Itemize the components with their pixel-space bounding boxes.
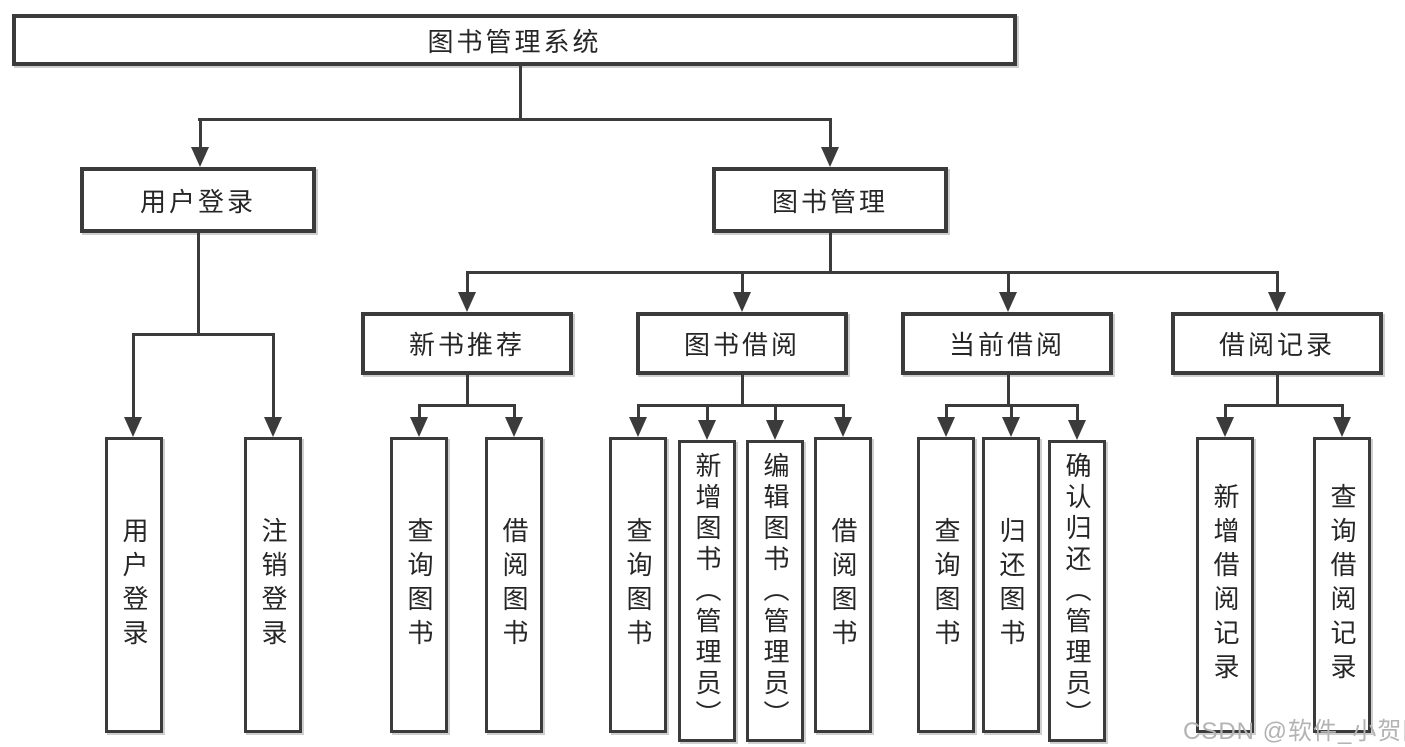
leaf-nb-query-books: 查询图书 bbox=[390, 437, 448, 733]
connector-stub-book-management bbox=[829, 118, 832, 147]
csdn-watermark: CSDN @软件_小贺同学 bbox=[1183, 718, 1405, 745]
arrowhead-borrowing-records bbox=[1268, 292, 1286, 312]
connector-stub-cb-return bbox=[1010, 404, 1013, 417]
connector-stub-bb-query bbox=[637, 404, 640, 417]
connector-stub-logout-leaf bbox=[272, 333, 275, 417]
arrowhead-bb-query bbox=[629, 417, 647, 437]
arrowhead-new-books bbox=[458, 292, 476, 312]
connector-borrowing-records-drop bbox=[1276, 375, 1279, 406]
leaf-cb-return-books: 归还图书 bbox=[982, 437, 1040, 733]
node-user-login: 用户登录 bbox=[80, 167, 316, 233]
arrowhead-nb-query bbox=[410, 417, 428, 437]
leaf-cb-confirm-return-admin: 确认归还（管理员） bbox=[1048, 440, 1106, 742]
connector-level3-branch bbox=[466, 271, 1279, 274]
connector-stub-new-books bbox=[466, 271, 469, 292]
node-new-book-recommend: 新书推荐 bbox=[361, 312, 573, 375]
connector-stub-cb-confirm bbox=[1076, 404, 1079, 420]
connector-stub-br-query bbox=[1341, 404, 1344, 417]
connector-stub-br-add bbox=[1224, 404, 1227, 417]
connector-current-borrowing-drop bbox=[1007, 375, 1010, 406]
arrowhead-bb-add bbox=[698, 420, 716, 440]
connector-user-login-drop bbox=[197, 233, 200, 336]
leaf-nb-borrow-books: 借阅图书 bbox=[485, 437, 543, 733]
node-root: 图书管理系统 bbox=[12, 14, 1017, 66]
leaf-br-query-record: 查询借阅记录 bbox=[1313, 437, 1371, 733]
leaf-bb-borrow-books: 借阅图书 bbox=[814, 437, 872, 733]
leaf-cb-query-books: 查询图书 bbox=[917, 437, 975, 733]
leaf-br-add-record: 新增借阅记录 bbox=[1196, 437, 1254, 733]
connector-user-login-branch bbox=[132, 333, 275, 336]
arrowhead-br-add bbox=[1216, 417, 1234, 437]
arrowhead-cb-confirm bbox=[1068, 420, 1086, 440]
arrowhead-nb-borrow bbox=[505, 417, 523, 437]
node-borrowing-records: 借阅记录 bbox=[1171, 312, 1383, 375]
arrowhead-user-login bbox=[191, 147, 209, 167]
connector-book-management-drop bbox=[829, 233, 832, 273]
leaf-user-login: 用户登录 bbox=[105, 437, 163, 733]
arrowhead-br-query bbox=[1333, 417, 1351, 437]
arrowhead-cb-query bbox=[937, 417, 955, 437]
connector-stub-cb-query bbox=[945, 404, 948, 417]
connector-stub-nb-borrow bbox=[513, 404, 516, 417]
connector-stub-book-borrowing bbox=[741, 271, 744, 292]
connector-new-books-branch bbox=[418, 404, 516, 407]
node-book-management: 图书管理 bbox=[712, 167, 948, 233]
arrowhead-current-borrowing bbox=[999, 292, 1017, 312]
connector-stub-bb-add bbox=[706, 404, 709, 420]
connector-new-books-drop bbox=[466, 375, 469, 406]
node-book-borrowing: 图书借阅 bbox=[636, 312, 848, 375]
connector-stub-borrowing-records bbox=[1276, 271, 1279, 292]
connector-stub-bb-borrow bbox=[842, 404, 845, 417]
connector-stub-user-login bbox=[199, 118, 202, 147]
leaf-logout: 注销登录 bbox=[244, 437, 302, 733]
arrowhead-book-management bbox=[821, 147, 839, 167]
arrowhead-book-borrowing bbox=[733, 292, 751, 312]
connector-stub-current-borrowing bbox=[1007, 271, 1010, 292]
connector-level1-branch bbox=[198, 118, 832, 121]
leaf-bb-edit-books-admin: 编辑图书（管理员） bbox=[746, 440, 804, 742]
connector-borrowing-records-branch bbox=[1224, 404, 1344, 407]
connector-stub-bb-edit bbox=[774, 404, 777, 420]
leaf-bb-add-books-admin: 新增图书（管理员） bbox=[678, 440, 736, 742]
arrowhead-cb-return bbox=[1002, 417, 1020, 437]
arrowhead-bb-borrow bbox=[834, 417, 852, 437]
leaf-bb-query-books: 查询图书 bbox=[609, 437, 667, 733]
connector-stub-login-leaf bbox=[132, 333, 135, 417]
connector-book-borrowing-branch bbox=[637, 404, 845, 407]
connector-stub-nb-query bbox=[418, 404, 421, 417]
node-current-borrowing: 当前借阅 bbox=[901, 312, 1113, 375]
connector-root-drop bbox=[519, 66, 522, 120]
arrowhead-bb-edit bbox=[766, 420, 784, 440]
arrowhead-logout-leaf bbox=[264, 417, 282, 437]
connector-book-borrowing-drop bbox=[741, 375, 744, 406]
arrowhead-login-leaf bbox=[124, 417, 142, 437]
